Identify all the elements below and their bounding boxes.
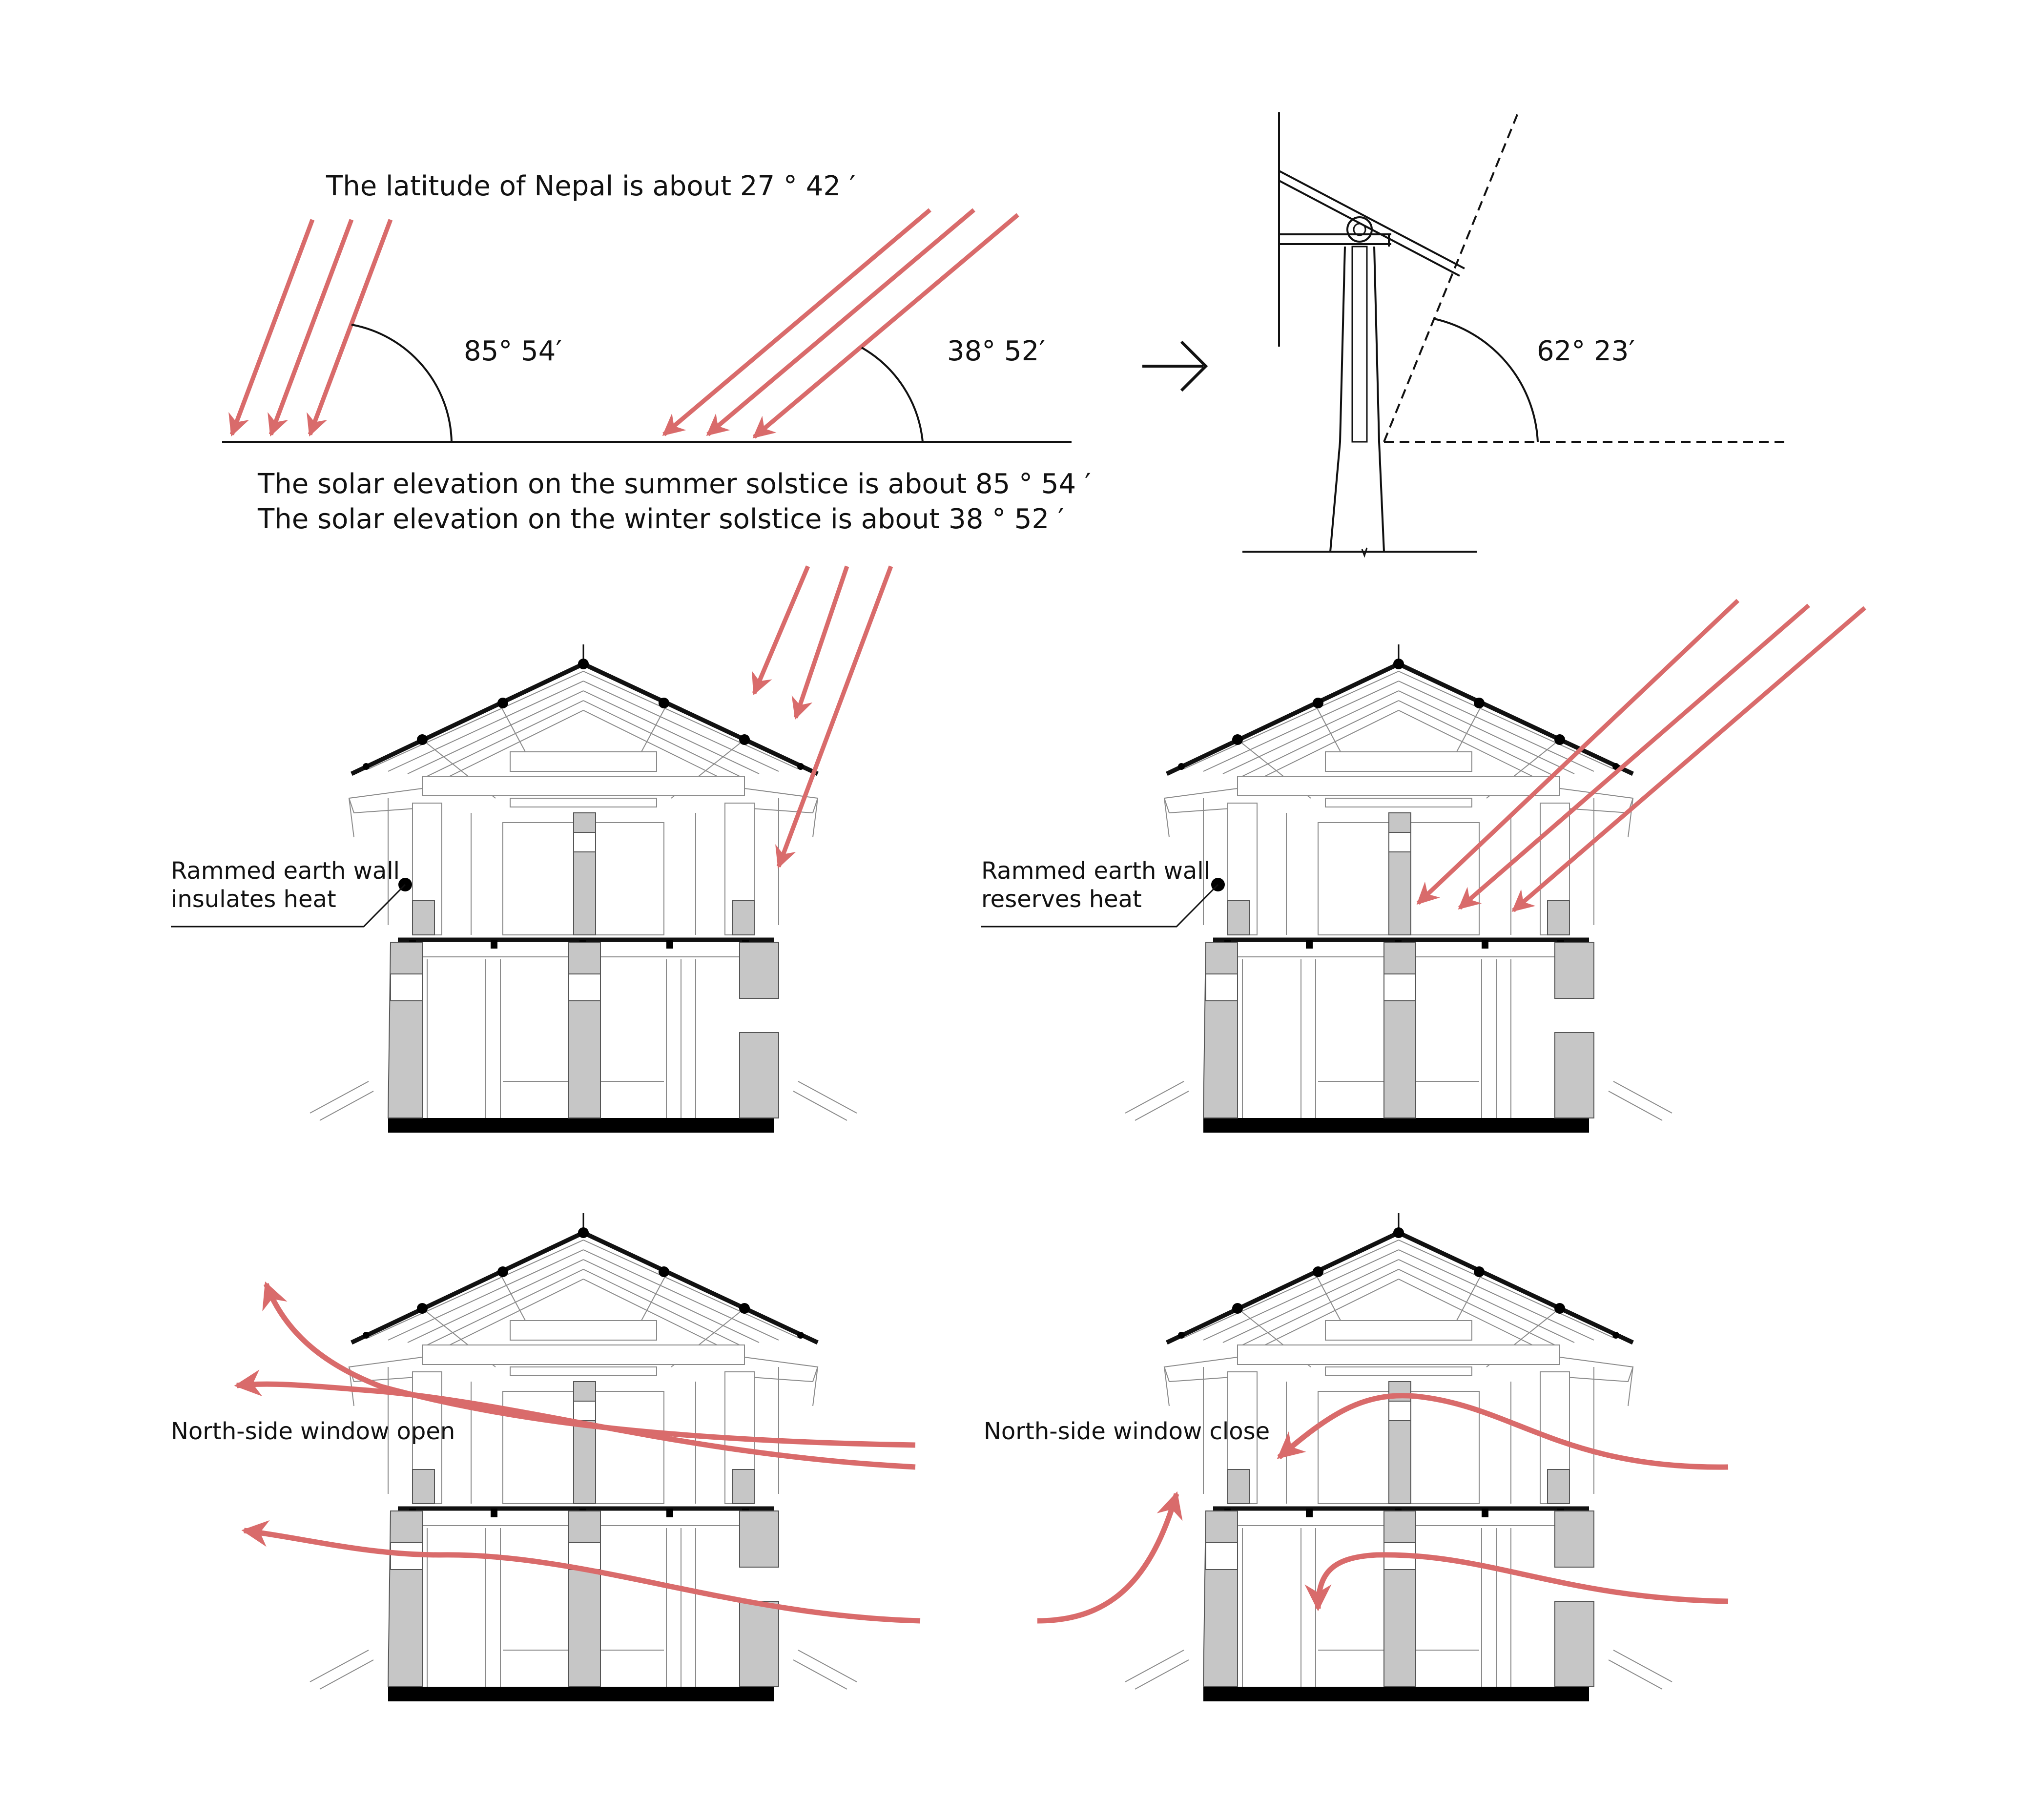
summer-solstice-text: The solar elevation on the summer solsti… [257, 468, 1091, 500]
summer-angle-label: 85° 54′ [464, 335, 562, 367]
ventilation-flow-close [1037, 1393, 1729, 1624]
heat-reserve-label-line1: Rammed earth wall [981, 857, 1210, 885]
eave-angle-label: 62° 23′ [1537, 335, 1635, 367]
winter-angle-arc [861, 347, 924, 442]
heat-reserve-label-line2: reserves heat [981, 886, 1142, 913]
house-section-window-open [310, 1213, 857, 1701]
latitude-text: The latitude of Nepal is about 27 ° 42 ′ [326, 170, 855, 202]
insulation-label-line2: insulates heat [171, 886, 336, 913]
winter-angle-label: 38° 52′ [947, 335, 1045, 367]
winter-interior-rays [1416, 599, 1866, 912]
winter-solstice-text: The solar elevation on the winter solsti… [257, 503, 1064, 535]
winter-sun-rays [662, 208, 1019, 439]
summer-angle-arc [351, 324, 453, 442]
house-section-summer [310, 644, 857, 1133]
heat-reserve-leader [981, 884, 1219, 928]
summer-sun-rays [228, 219, 393, 437]
house-section-window-close [1125, 1213, 1672, 1701]
insulation-label-line1: Rammed earth wall [171, 857, 400, 885]
house-section-winter [1125, 644, 1672, 1133]
insulation-leader [171, 884, 406, 928]
ventilation-flow-open [234, 1281, 921, 1624]
window-open-label: North-side window open [171, 1418, 455, 1445]
eave-section-detail [1242, 112, 1789, 558]
summer-roof-rays [752, 565, 893, 869]
right-arrow-icon [1142, 340, 1208, 392]
window-close-label: North-side window close [984, 1418, 1270, 1445]
